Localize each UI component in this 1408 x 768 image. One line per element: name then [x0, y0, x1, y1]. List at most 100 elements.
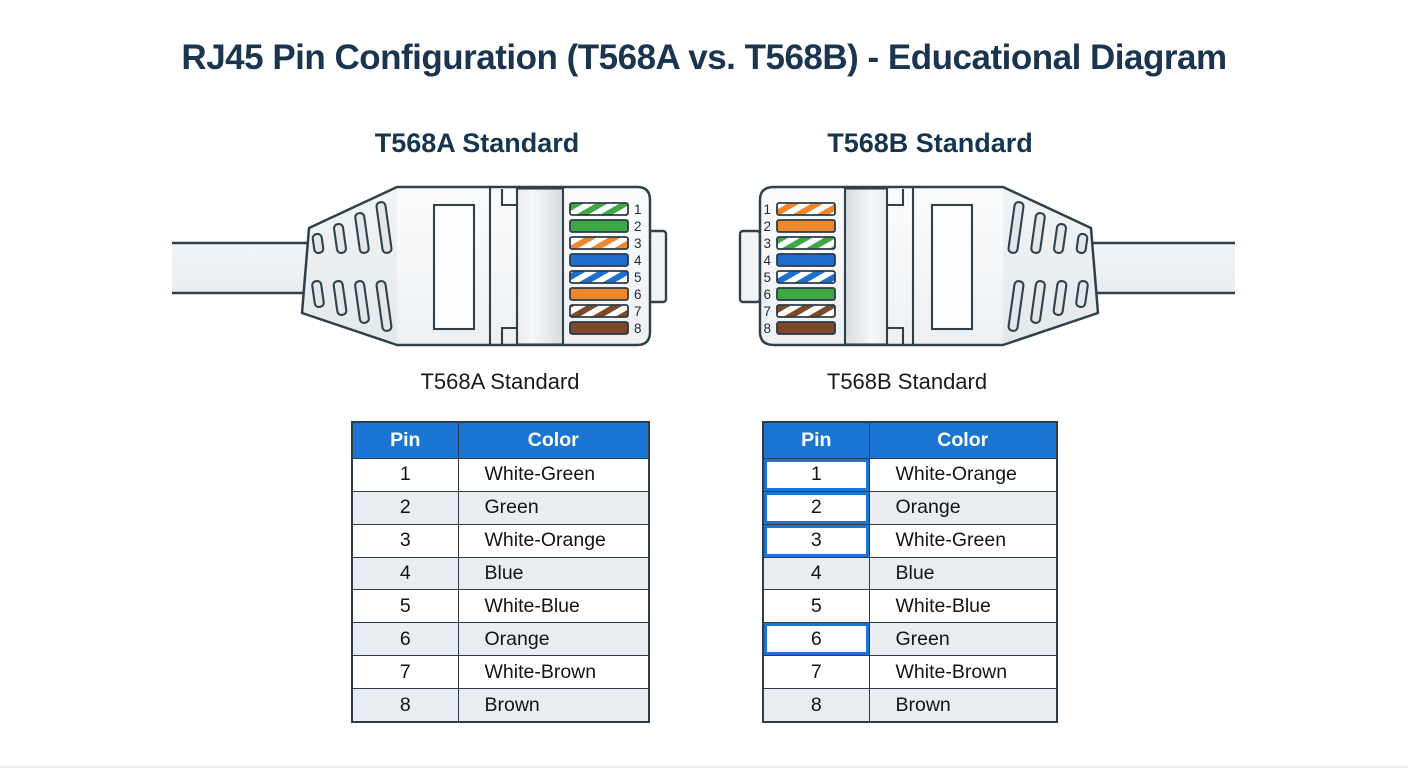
svg-text:8: 8 [763, 321, 771, 336]
svg-text:3: 3 [634, 236, 642, 251]
pin-stripe-2 [776, 219, 836, 233]
bottom-edge-line [0, 766, 1408, 768]
rj45-connector-t568b: 1 2 3 4 5 6 7 8 [738, 185, 1235, 347]
color-cell: White-Orange [457, 523, 650, 558]
pin-cell: 6 [762, 622, 870, 657]
color-cell: Green [868, 622, 1058, 657]
pin-stripe-4 [776, 253, 836, 267]
pin-stripe-4 [569, 253, 629, 267]
pin-cell: 7 [351, 655, 459, 690]
pin-cell: 6 [351, 622, 459, 657]
pin-stripe-3 [569, 236, 629, 250]
pin-cell: 2 [351, 490, 459, 525]
svg-text:8: 8 [634, 321, 642, 336]
pin-stripe-5 [776, 270, 836, 284]
svg-text:2: 2 [634, 219, 642, 234]
boot-shade [1003, 187, 1098, 345]
pin-stripe-6 [776, 287, 836, 301]
contact-panel [500, 187, 565, 346]
pin-header: Pin [762, 421, 870, 459]
color-cell: White-Green [868, 523, 1058, 558]
pin-cell: 4 [351, 556, 459, 591]
svg-text:7: 7 [634, 304, 642, 319]
boot-shade [302, 187, 397, 345]
body-window [432, 203, 476, 331]
svg-text:5: 5 [634, 270, 642, 285]
color-header: Color [457, 421, 650, 459]
color-cell: Blue [868, 556, 1058, 591]
pin-cell: 5 [351, 589, 459, 624]
pin-cell: 5 [762, 589, 870, 624]
strain-relief-slots [1007, 201, 1089, 332]
heading-t568a: T568A Standard [374, 128, 580, 158]
pin-stripe-8 [776, 321, 836, 335]
color-cell: White-Green [457, 458, 650, 492]
pin-stripe-6 [569, 287, 629, 301]
color-cell: White-Blue [457, 589, 650, 624]
pin-numbers: 1 2 3 4 5 6 7 8 [763, 202, 771, 336]
heading-t568b: T568B Standard [827, 128, 1033, 158]
pin-cell: 8 [762, 688, 870, 723]
table-header-row: Pin Color [762, 421, 1058, 459]
caption-t568b: T568B Standard [826, 369, 988, 394]
cable [172, 241, 310, 295]
svg-text:2: 2 [763, 219, 771, 234]
color-header: Color [868, 421, 1058, 459]
color-cell: White-Blue [868, 589, 1058, 624]
pin-cell: 1 [351, 458, 459, 492]
color-cell: Blue [457, 556, 650, 591]
color-cell: White-Brown [457, 655, 650, 690]
pin-stripe-7 [776, 304, 836, 318]
rj45-connector-t568a: 1 2 3 4 5 6 7 8 [172, 185, 668, 347]
svg-text:1: 1 [763, 202, 771, 217]
pin-numbers: 1 2 3 4 5 6 7 8 [634, 202, 642, 336]
svg-text:5: 5 [763, 270, 771, 285]
color-cell: Brown [457, 688, 650, 723]
color-cell: Orange [457, 622, 650, 657]
cable [1093, 241, 1235, 295]
svg-text:3: 3 [763, 236, 771, 251]
pin-cell: 8 [351, 688, 459, 723]
table-header-row: Pin Color [351, 421, 650, 459]
caption-t568a: T568A Standard [420, 369, 580, 394]
pin-stripe-2 [569, 219, 629, 233]
pin-stripe-3 [776, 236, 836, 250]
contact-panel [843, 187, 905, 346]
pin-stripe-1 [776, 202, 836, 216]
body-window [930, 203, 974, 331]
pin-cell: 4 [762, 556, 870, 591]
color-cell: White-Orange [868, 458, 1058, 492]
pin-cell: 7 [762, 655, 870, 690]
color-cell: Green [457, 490, 650, 525]
pin-cell: 3 [351, 523, 459, 558]
pin-stripe-5 [569, 270, 629, 284]
color-cell: Brown [868, 688, 1058, 723]
pin-stripes [569, 202, 629, 335]
svg-text:4: 4 [763, 253, 771, 268]
svg-text:6: 6 [763, 287, 771, 302]
pin-stripe-1 [569, 202, 629, 216]
page-title: RJ45 Pin Configuration (T568A vs. T568B)… [181, 38, 1227, 77]
svg-text:1: 1 [634, 202, 642, 217]
svg-text:6: 6 [634, 287, 642, 302]
color-cell: White-Brown [868, 655, 1058, 690]
latch-tab [738, 229, 762, 304]
color-cell: Orange [868, 490, 1058, 525]
pin-cell: 3 [762, 523, 870, 558]
pin-cell: 2 [762, 490, 870, 525]
